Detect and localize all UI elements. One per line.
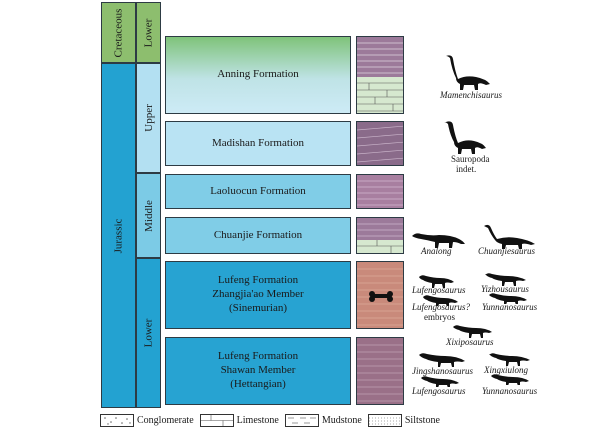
- lithology-laoluocun: [356, 174, 404, 209]
- limestone-swatch-icon: [199, 413, 234, 427]
- fossil-name: indet.: [456, 164, 477, 174]
- formation-line: Lufeng Formation: [217, 274, 299, 287]
- formation-chuanjie: Chuanjie Formation: [165, 217, 351, 254]
- formation-line: Zhangjia'ao Member: [212, 288, 304, 301]
- fossil-name: Lufengosaurus?: [412, 302, 471, 312]
- formation-name: Chuanjie Formation: [213, 228, 303, 241]
- prosauropod-icon: [419, 275, 454, 288]
- epoch-label: Lower: [142, 318, 155, 348]
- siltstone-swatch-icon: [367, 413, 402, 427]
- fossil-name: Mamenchisaurus: [440, 90, 502, 100]
- formation-laoluocun: Laoluocun Formation: [165, 174, 351, 209]
- sauropod-icon: [484, 224, 535, 249]
- legend-label: Mudstone: [321, 414, 362, 426]
- prosauropod-icon: [485, 273, 526, 286]
- sauropod-icon: [446, 55, 490, 90]
- epoch-lower-jurassic: Lower: [136, 258, 161, 408]
- legend-mudstone: Mudstone: [284, 413, 362, 427]
- bone-icon: [369, 291, 393, 302]
- conglomerate-swatch-icon: [100, 413, 134, 427]
- prosauropod-icon: [423, 295, 458, 306]
- prosauropod-icon: [489, 353, 530, 366]
- lithology-pattern-icon: [357, 338, 403, 404]
- lithology-pattern-icon: [357, 218, 403, 253]
- lithology-pattern-icon: [357, 175, 403, 208]
- epoch-label: Lower: [142, 18, 155, 47]
- formation-line: Lufeng Formation: [217, 350, 299, 363]
- fossil-name: Sauropoda: [451, 154, 490, 164]
- fossil-name: Chuanjiesaurus: [478, 246, 536, 256]
- legend-label: Conglomerate: [137, 414, 194, 426]
- prosauropod-icon: [453, 325, 492, 338]
- period-cretaceous-label: Cretaceous: [112, 8, 125, 57]
- epoch-label: Upper: [142, 104, 155, 132]
- fossil-name: Yunnanosaurus: [482, 302, 538, 312]
- legend-conglomerate: Conglomerate: [100, 413, 194, 427]
- formation-lufeng-shawan: Lufeng Formation Shawan Member (Hettangi…: [165, 337, 351, 405]
- legend-siltstone: Siltstone: [367, 413, 440, 427]
- sauropod-icon: [444, 121, 486, 154]
- mudstone-swatch-icon: [284, 413, 319, 427]
- formation-lufeng-zhangjiao: Lufeng Formation Zhangjia'ao Member (Sin…: [165, 261, 351, 329]
- formation-name: Madishan Formation: [212, 136, 304, 149]
- fossil-name: Xingxiulong: [484, 365, 528, 375]
- lithology-pattern-icon: [357, 262, 403, 328]
- lithology-anning: [356, 36, 404, 114]
- formation-line: (Sinemurian): [228, 301, 288, 314]
- formation-name: Anning Formation: [217, 68, 299, 81]
- prosauropod-icon: [421, 376, 459, 387]
- lithology-pattern-icon: [357, 122, 403, 165]
- formation-line: (Hettangian): [230, 377, 286, 390]
- prosauropod-icon: [489, 293, 527, 304]
- fossil-name: Jingshanosaurus: [412, 366, 474, 376]
- lithology-chuanjie: [356, 217, 404, 254]
- lithology-legend: Conglomerate Limestone Mudstone Siltston…: [100, 410, 440, 430]
- legend-label: Siltstone: [404, 414, 440, 426]
- legend-label: Limestone: [236, 414, 279, 426]
- prosauropod-icon: [419, 353, 465, 367]
- period-cretaceous: Cretaceous: [101, 2, 136, 63]
- formation-line: Shawan Member: [220, 364, 296, 377]
- epoch-lower-cretaceous: Lower: [136, 2, 161, 63]
- sauropodomorph-icon: [412, 233, 465, 248]
- fossil-name: Xixiposaurus: [446, 337, 494, 347]
- fossil-name: Lufengosaurus: [412, 285, 466, 295]
- fossil-name: Yunnanosaurus: [482, 386, 538, 396]
- fossil-name: Lufengosaurus: [412, 386, 466, 396]
- fossil-name: Yizhousaurus: [481, 284, 529, 294]
- epoch-label: Middle: [142, 199, 155, 232]
- formation-madishan: Madishan Formation: [165, 121, 351, 166]
- prosauropod-icon: [491, 374, 529, 385]
- legend-limestone: Limestone: [199, 413, 279, 427]
- period-jurassic: Jurassic: [101, 63, 136, 408]
- formation-name: Laoluocun Formation: [210, 184, 306, 197]
- epoch-upper-jurassic: Upper: [136, 63, 161, 173]
- fossil-name: Analong: [421, 246, 452, 256]
- lithology-lufeng-shawan: [356, 337, 404, 405]
- lithology-pattern-icon: [357, 37, 403, 113]
- fossil-name: embryos: [424, 312, 455, 322]
- formation-anning: Anning Formation: [165, 36, 351, 114]
- epoch-middle-jurassic: Middle: [136, 173, 161, 258]
- lithology-madishan: [356, 121, 404, 166]
- lithology-lufeng-zhangjiao: [356, 261, 404, 329]
- period-jurassic-label: Jurassic: [112, 218, 125, 253]
